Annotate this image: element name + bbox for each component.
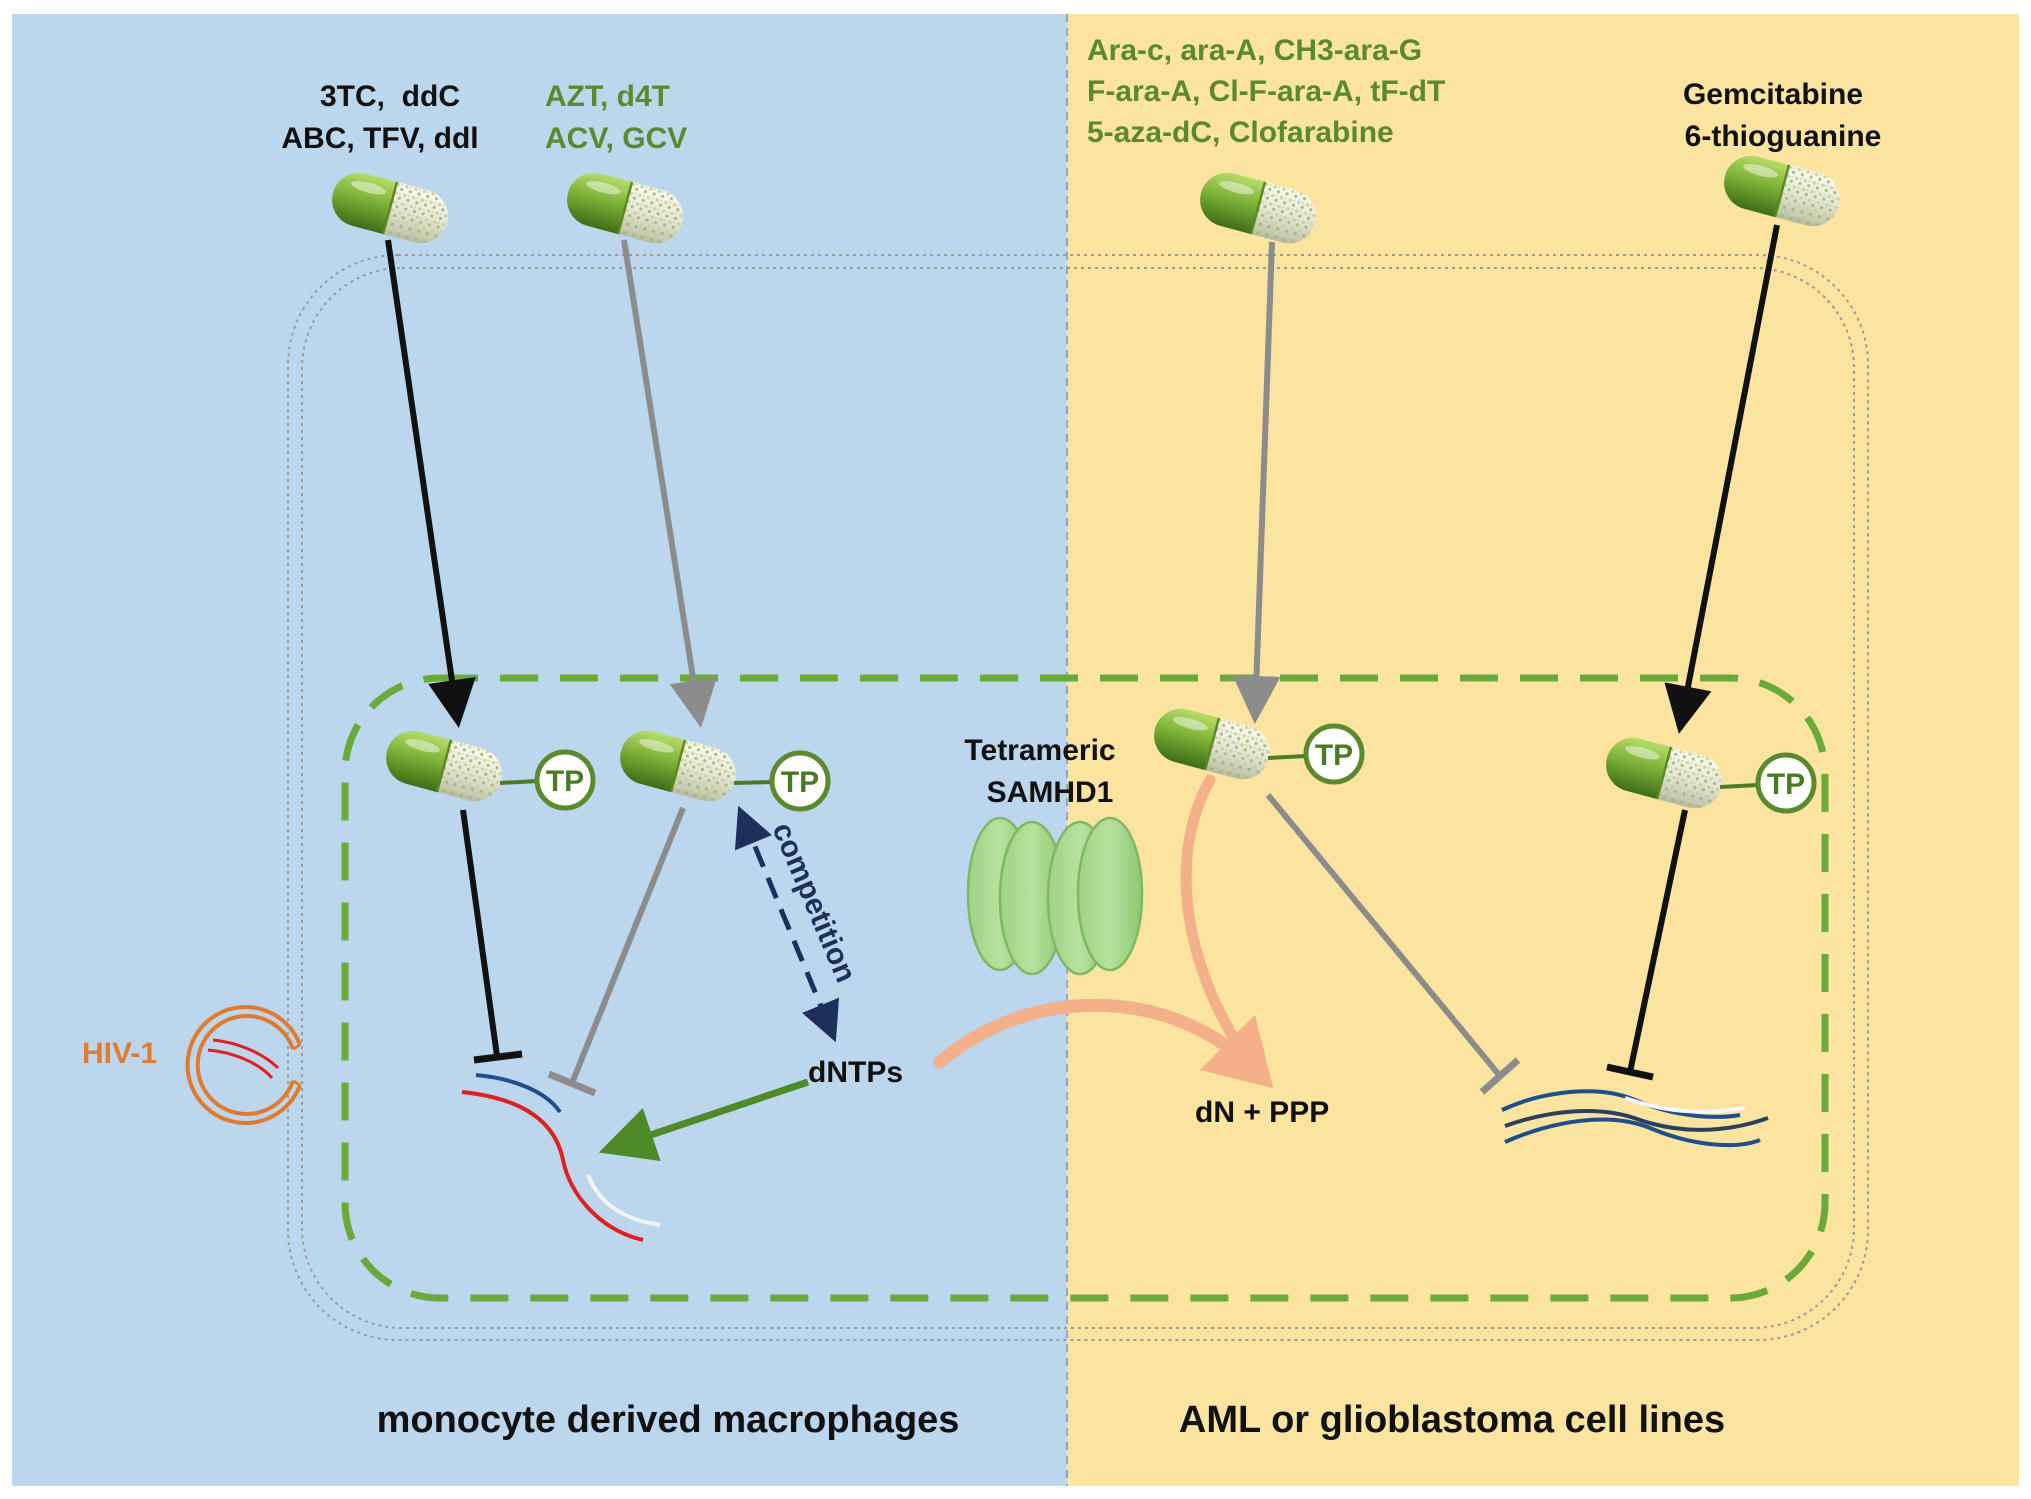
tp-label: TP bbox=[546, 765, 584, 798]
left-panel-bg bbox=[12, 14, 1067, 1486]
cell-membrane-outer bbox=[287, 254, 1869, 1341]
tp-label: TP bbox=[1767, 768, 1805, 801]
group2-label-line2: ACV, GCV bbox=[545, 122, 687, 155]
uptake-arrow-group1 bbox=[385, 239, 476, 728]
samhd1-label-line1: Tetrameric bbox=[964, 734, 1115, 767]
competition-arrow bbox=[734, 805, 840, 1043]
tp-link bbox=[733, 780, 773, 785]
samhd1-tetramer-icon bbox=[966, 816, 1144, 976]
group1-label-line2: ABC, TFV, ddl bbox=[281, 122, 478, 155]
group2-label-line1: AZT, d4T bbox=[545, 80, 670, 113]
inhibition-bar-group3 bbox=[1479, 1057, 1521, 1095]
tp-badge-icon bbox=[1755, 752, 1817, 814]
inhibition-bar-group1 bbox=[473, 1050, 523, 1064]
tp-label: TP bbox=[1315, 739, 1353, 772]
group3-label-line2: F-ara-A, Cl-F-ara-A, tF-dT bbox=[1087, 75, 1445, 108]
inhibition-line-group2 bbox=[569, 806, 686, 1085]
dntps-label: dNTPs bbox=[808, 1056, 903, 1089]
uptake-arrow-group4 bbox=[1664, 224, 1780, 734]
tp-label: TP bbox=[781, 766, 819, 799]
hiv-label: HIV-1 bbox=[82, 1037, 157, 1070]
inhibition-line-group4 bbox=[1627, 809, 1688, 1073]
dna-strand-icon bbox=[1501, 1089, 1769, 1148]
tp-link bbox=[1719, 783, 1759, 789]
dntps-incorporation-arrow bbox=[598, 1078, 810, 1162]
uptake-arrow-group2 bbox=[621, 239, 718, 728]
group3-label-line1: Ara-c, ara-A, CH3-ara-G bbox=[1087, 34, 1422, 67]
hiv-virion-icon bbox=[185, 1005, 302, 1125]
group1-label-line1: 3TC, ddC bbox=[320, 80, 460, 113]
inhibition-line-group1 bbox=[460, 809, 500, 1057]
inhibition-line-group3 bbox=[1265, 793, 1503, 1078]
tp-badge-icon bbox=[1303, 723, 1365, 785]
right-panel-label: AML or glioblastoma cell lines bbox=[1179, 1399, 1725, 1441]
samhd1-label-line2: SAMHD1 bbox=[987, 776, 1114, 809]
dna-strand-icon bbox=[461, 1073, 661, 1242]
tp-link bbox=[1267, 754, 1307, 760]
inhibition-bar-group4 bbox=[1606, 1063, 1654, 1081]
products-label: dN + PPP bbox=[1195, 1096, 1329, 1129]
group4-label-line1: Gemcitabine bbox=[1683, 78, 1863, 111]
tp-badge-icon bbox=[534, 749, 596, 811]
left-panel-label: monocyte derived macrophages bbox=[377, 1399, 960, 1441]
cell-membrane-inner bbox=[301, 267, 1855, 1329]
uptake-arrow-group3 bbox=[1232, 241, 1281, 724]
hydrolysis-arrow-drug bbox=[1180, 774, 1261, 1076]
tp-link bbox=[499, 779, 539, 785]
hydrolysis-arrow-dntps bbox=[933, 998, 1274, 1089]
inhibition-bar-group2 bbox=[547, 1070, 597, 1097]
group4-label-line2: 6-thioguanine bbox=[1685, 120, 1882, 153]
group3-label-line3: 5-aza-dC, Clofarabine bbox=[1087, 116, 1394, 149]
dashed-compartment bbox=[341, 674, 1829, 1302]
